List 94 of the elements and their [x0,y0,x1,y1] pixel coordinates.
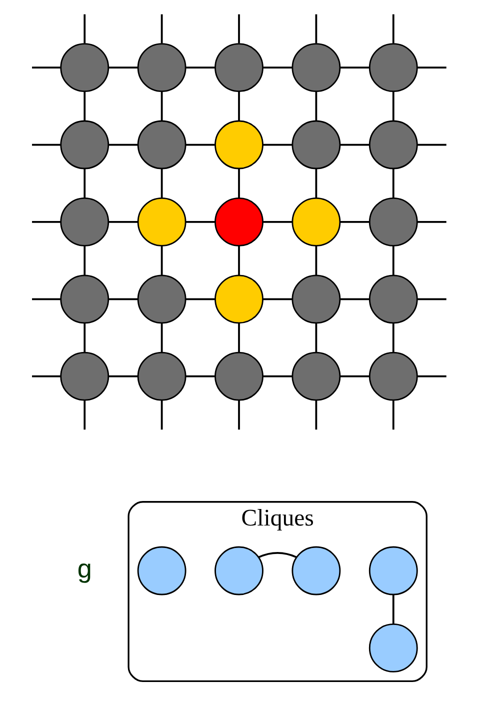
node-circle [214,120,263,170]
connector [83,168,86,198]
connector [160,168,162,198]
node-circle [368,43,418,92]
connector [32,221,60,223]
connector [340,375,370,378]
node-circle [214,274,263,324]
connector [160,14,162,44]
node-circle [291,120,340,170]
connector [262,144,292,146]
connector [416,66,446,69]
node-circle [368,624,418,672]
connector [392,14,394,44]
connector [238,323,240,352]
node-circle [368,274,418,324]
connector [185,144,215,146]
connector [160,246,162,276]
connector [314,92,317,121]
connector [392,168,394,198]
connector [108,298,138,300]
node-circle [136,352,186,401]
connector [83,323,86,352]
connector [32,144,60,146]
connector [392,246,394,276]
node-circle [291,274,340,324]
node-circle [291,43,340,92]
node-circle [60,352,109,401]
connector [185,221,215,223]
node-circle [368,120,418,170]
node-circle [214,352,263,401]
node-circle [60,43,109,92]
node-circle [214,43,263,92]
node-circle [136,546,186,596]
connector [340,144,370,146]
node-circle [291,546,340,596]
connector [238,400,240,430]
connector [314,323,317,352]
connector [392,323,394,352]
node-circle [136,274,186,324]
node-circle [136,120,186,170]
connector [416,221,446,223]
connector [340,66,370,69]
connector [392,400,394,430]
connector [108,144,138,146]
node-circle [60,120,109,170]
node-circle [60,274,109,324]
node-circle [214,198,263,246]
node-circle [368,546,418,596]
node-circle [291,198,340,246]
connector [83,92,86,121]
label: g [76,553,92,584]
connector [185,298,215,300]
connector [32,375,60,378]
connector [83,400,86,430]
connector [238,14,240,44]
connector [160,400,162,430]
connector [314,168,317,198]
connector [392,594,394,624]
connector [392,92,394,121]
connector [160,323,162,352]
connector [314,400,317,430]
connector [262,66,292,69]
node-circle [60,198,109,246]
connector [262,221,292,223]
connector [160,92,162,121]
connector [238,168,240,198]
connector [185,375,215,378]
connector [340,221,370,223]
connector [32,298,60,300]
connector [108,221,138,223]
connector [340,298,370,300]
connector [108,66,138,69]
connector [83,246,86,276]
connector [108,375,138,378]
node-circle [136,43,186,92]
connector [416,375,446,378]
connector [238,92,240,121]
connector [83,14,86,44]
connector [314,14,317,44]
connector [262,375,292,378]
node-circle [368,352,418,401]
connector [416,144,446,146]
node-circle [368,198,418,246]
connector [238,246,240,276]
node-circle [214,546,263,596]
connector [32,66,60,69]
cluster: Cliques [127,501,427,682]
connector [185,66,215,69]
node-circle [136,198,186,246]
connector [258,552,296,558]
node-circle [291,352,340,401]
connector [416,298,446,300]
connector [262,298,292,300]
connector [314,246,317,276]
